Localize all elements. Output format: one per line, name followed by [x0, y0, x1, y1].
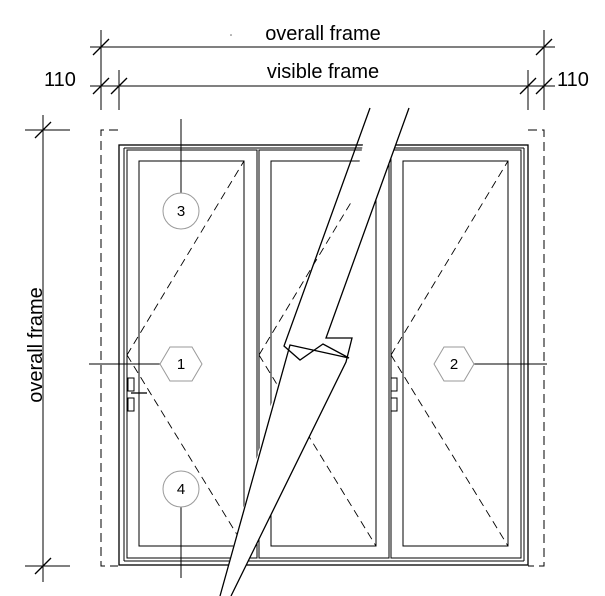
tag-leaders: [89, 119, 547, 578]
tag-2-hexagon: 2: [433, 346, 475, 382]
door-panel-right: [390, 149, 522, 559]
visible-width-label: visible frame: [267, 61, 379, 83]
visible-width-dimension: visible frame 110 110: [44, 61, 589, 110]
stray-dot: [230, 34, 232, 36]
overall-width-label: overall frame: [265, 23, 381, 45]
tag-4-label: 4: [177, 481, 185, 498]
door-frame: [118, 144, 529, 566]
overall-height-label: overall frame: [25, 287, 47, 403]
tag-1-hexagon: 1: [159, 346, 203, 382]
break-symbol: [219, 107, 410, 596]
door-handle-right: [390, 377, 398, 412]
tag-4-circle: 4: [162, 470, 200, 508]
tag-1-label: 1: [177, 356, 185, 373]
left-offset-label: 110: [44, 69, 76, 91]
door-panel-left: [126, 149, 258, 559]
overall-frame-outline: [100, 129, 545, 567]
door-handle-left: [127, 377, 147, 412]
tag-2-label: 2: [450, 356, 458, 373]
tag-3-circle: 3: [162, 192, 200, 230]
overall-width-dimension: overall frame: [90, 23, 555, 110]
right-offset-label: 110: [557, 69, 589, 91]
overall-height-dimension: overall frame: [25, 115, 70, 582]
tag-3-label: 3: [177, 203, 185, 220]
